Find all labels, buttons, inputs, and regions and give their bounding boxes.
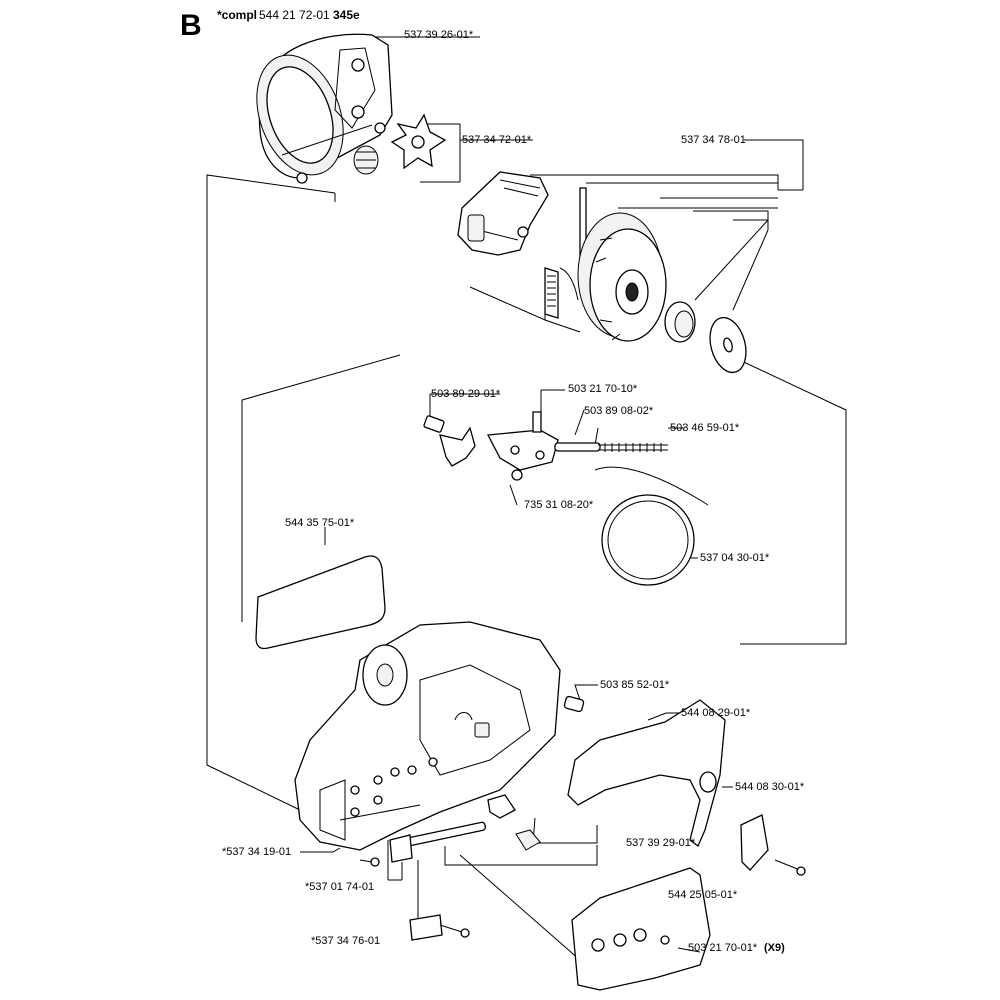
- part-labels: 537 39 26-01* 537 34 72-01* 537 34 78-01…: [222, 29, 805, 954]
- label-503-21-70-01-quantity: (X9): [764, 942, 785, 954]
- model-number: 345e: [333, 8, 360, 22]
- clutch-cover-body: [294, 621, 561, 851]
- section-letter: B: [180, 9, 202, 42]
- label-537-04-30-01: 537 04 30-01*: [700, 552, 770, 564]
- leader-lines: [206, 36, 847, 961]
- label-735-31-08-20: 735 31 08-20*: [524, 499, 594, 511]
- brake-handle-assembly: [457, 171, 587, 319]
- label-537-34-72-01: 537 34 72-01*: [462, 134, 532, 146]
- label-544-08-29-01: 544 08 29-01*: [681, 707, 751, 719]
- starter-cover: [256, 33, 393, 184]
- label-537-39-26-01: 537 39 26-01*: [404, 29, 474, 41]
- label-544-08-30-01: 544 08 30-01*: [735, 781, 805, 793]
- brake-band: [594, 466, 709, 586]
- bar-plate: [571, 867, 711, 991]
- label-544-35-75-01: 544 35 75-01*: [285, 517, 355, 529]
- compl-part-number: 544 21 72-01: [259, 8, 330, 22]
- brake-mechanism: [423, 411, 668, 481]
- label-537-34-76-01: *537 34 76-01: [311, 935, 380, 947]
- compl-prefix: *compl: [217, 8, 257, 22]
- label-503-21-70-10: 503 21 70-10*: [568, 383, 638, 395]
- starter-pawl-star: [353, 113, 447, 175]
- label-503-89-29-01: 503 89 29-01*: [431, 388, 501, 400]
- label-537-01-74-01: *537 01 74-01: [305, 881, 374, 893]
- decal: [255, 555, 386, 650]
- label-537-39-29-01: 537 39 29-01*: [626, 837, 696, 849]
- chain-guard-plate: [567, 699, 726, 848]
- label-503-21-70-01: 503 21 70-01*: [688, 942, 758, 954]
- label-537-34-19-01: *537 34 19-01: [222, 846, 291, 858]
- label-544-25-05-01: 544 25 05-01*: [668, 889, 738, 901]
- label-503-46-59-01: 503 46 59-01*: [670, 422, 740, 434]
- label-503-85-52-01: 503 85 52-01*: [600, 679, 670, 691]
- clutch-drum: [577, 212, 747, 374]
- label-503-89-08-02: 503 89 08-02*: [584, 405, 654, 417]
- small-parts-lower: [359, 695, 806, 941]
- label-537-34-78-01: 537 34 78-01: [681, 134, 746, 146]
